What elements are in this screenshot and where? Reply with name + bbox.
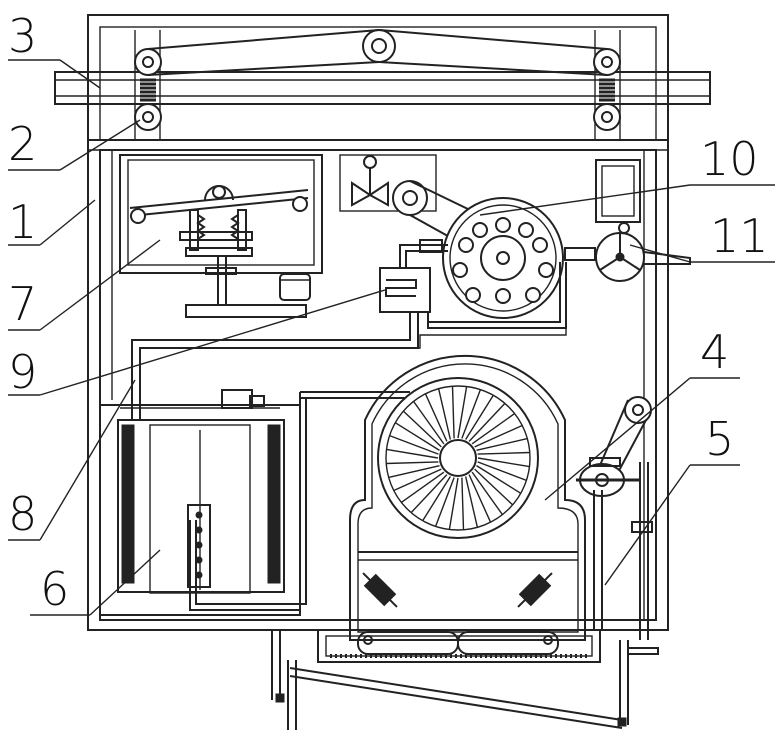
heater-cabinet [100,390,300,615]
label-4: 4 [700,325,729,379]
lift-arm [576,397,652,640]
label-7: 7 [8,277,37,331]
nozzle-right [512,567,557,612]
top-belt-mechanism [135,30,620,140]
label-2: 2 [8,117,37,171]
label-10: 10 [700,132,759,186]
label-8: 8 [8,487,37,541]
nozzle-left [357,567,402,612]
impeller-unit [596,160,690,281]
press-unit [120,155,322,317]
label-5: 5 [705,412,734,466]
drum-unit [393,181,595,318]
label-9: 9 [8,345,37,399]
label-6: 6 [40,562,69,616]
label-11: 11 [710,209,769,263]
label-3: 3 [8,9,37,63]
housing-frame [88,15,668,630]
centrifugal-fan [350,356,585,654]
label-1: 1 [8,195,37,249]
